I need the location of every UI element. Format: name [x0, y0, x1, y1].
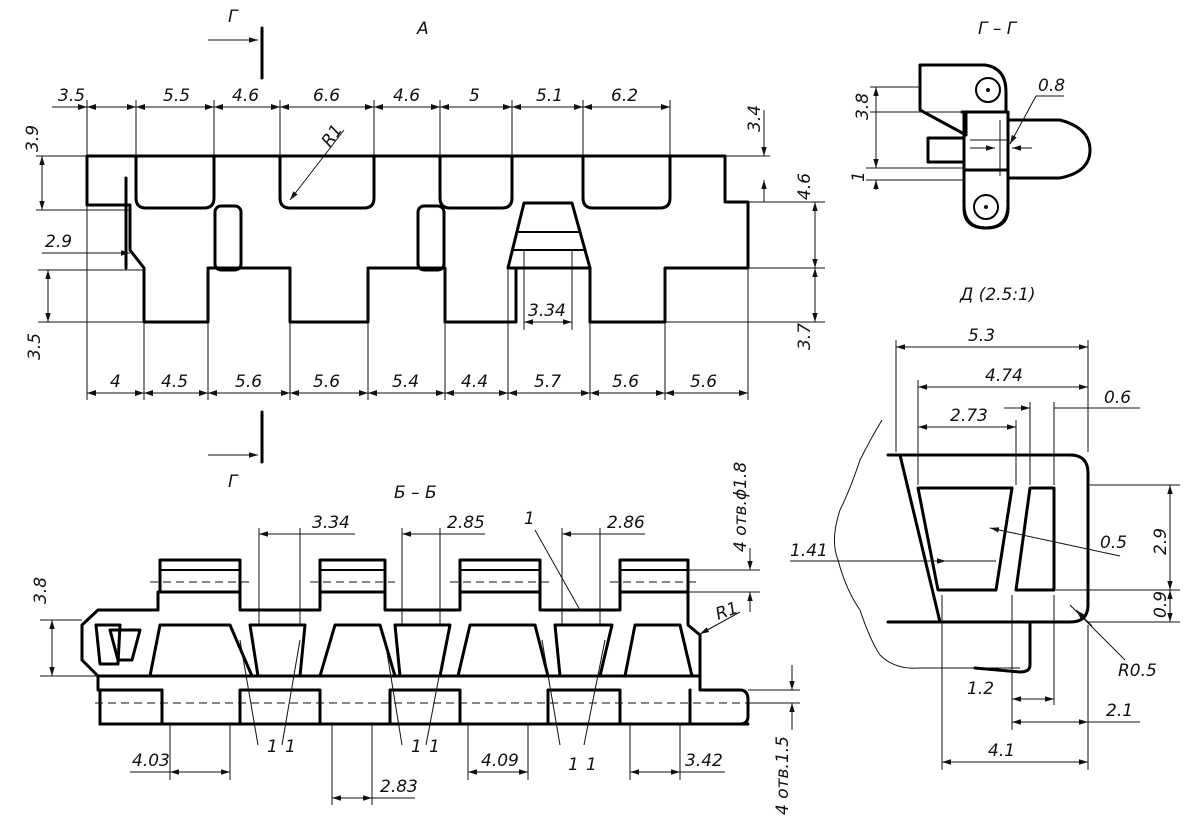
bb-one-5: 1 — [568, 755, 579, 775]
dim-a-left-35: 3.5 — [25, 333, 45, 360]
dim-a-radius: R1 — [318, 121, 347, 151]
bb-dim-286: 2.86 — [607, 513, 645, 533]
section-mark-top: Г — [208, 7, 264, 80]
d-dim-05: 0.5 — [1100, 533, 1127, 553]
section-gg-title: Г – Г — [978, 19, 1018, 39]
bb-radius: R1 — [713, 598, 741, 625]
bb-dim-283: 2.83 — [380, 777, 418, 797]
d-dim-141: 1.41 — [790, 541, 828, 561]
dim-a-bot-8: 5.6 — [612, 372, 639, 392]
dim-a-bot-2: 4.5 — [161, 372, 188, 392]
dim-a-top-3: 4.6 — [232, 86, 259, 106]
d-dim-21: 2.1 — [1106, 701, 1133, 721]
dim-a-top-1: 3.5 — [58, 86, 85, 106]
bb-dim-342: 3.42 — [685, 751, 723, 771]
bb-one-2: 1 — [285, 737, 296, 757]
view-a-title: А — [416, 19, 429, 39]
dim-a-bot-6: 4.4 — [461, 372, 488, 392]
dim-a-top-8: 6.2 — [611, 86, 638, 106]
section-bb: Б – Б — [31, 462, 800, 815]
dim-a-top-5: 4.6 — [393, 86, 420, 106]
dim-a-inner-334: 3.34 — [528, 301, 566, 321]
bb-dim-409: 4.09 — [481, 751, 519, 771]
d-dim-53: 5.3 — [968, 326, 995, 346]
bb-dim-334: 3.34 — [312, 513, 350, 533]
dim-a-left-39: 3.9 — [23, 125, 43, 152]
dim-a-bot-4: 5.6 — [313, 372, 340, 392]
dim-a-bot-9: 5.6 — [690, 372, 717, 392]
dim-a-right-37: 3.7 — [795, 323, 815, 350]
bb-holes-bottom: 4 отв.1.5 — [773, 736, 793, 815]
d-dim-273: 2.73 — [950, 406, 988, 426]
dim-a-right-34: 3.4 — [745, 105, 765, 132]
dim-a-top-2: 5.5 — [163, 86, 190, 106]
detail-d: Д (2.5:1) 5.3 4.74 0.6 2.73 1.41 0.5 2.9… — [790, 285, 1180, 770]
bb-one-4: 1 — [429, 737, 440, 757]
bb-one-6: 1 — [586, 755, 597, 775]
d-dim-29: 2.9 — [1151, 528, 1171, 555]
dim-a-top-4: 6.6 — [313, 86, 340, 106]
bb-dim-38: 3.8 — [31, 577, 51, 604]
d-dim-06: 0.6 — [1104, 388, 1131, 408]
bb-dim-285: 2.85 — [447, 513, 485, 533]
bb-one-1: 1 — [267, 737, 278, 757]
section-bb-title: Б – Б — [394, 483, 437, 503]
d-dim-12: 1.2 — [967, 679, 994, 699]
bb-dim-403: 4.03 — [132, 751, 170, 771]
section-gg: Г – Г 3.8 1 0.8 — [849, 19, 1092, 230]
d-dim-41: 4.1 — [988, 741, 1015, 761]
dim-a-bot-3: 5.6 — [235, 372, 262, 392]
gg-dim-38: 3.8 — [853, 93, 873, 120]
dim-a-left-29: 2.9 — [45, 232, 72, 252]
section-mark-top-label: Г — [228, 7, 239, 27]
section-mark-bottom-label: Г — [228, 472, 239, 492]
gg-dim-1: 1 — [849, 171, 869, 182]
d-dim-09: 0.9 — [1151, 591, 1171, 618]
d-dim-r05: R0.5 — [1118, 661, 1157, 681]
bb-holes-top: 4 отв.ϕ1.8 — [731, 462, 751, 552]
view-a: А Г Г — [23, 7, 825, 492]
section-mark-bottom: Г — [208, 410, 264, 492]
dim-a-right-46: 4.6 — [795, 173, 815, 200]
bb-dim-1-top: 1 — [524, 509, 535, 529]
bb-one-3: 1 — [411, 737, 422, 757]
d-dim-474: 4.74 — [985, 366, 1023, 386]
dim-a-bot-7: 5.7 — [534, 372, 561, 392]
detail-d-title: Д (2.5:1) — [959, 285, 1036, 305]
gg-dim-08: 0.8 — [1038, 76, 1065, 96]
dim-a-bot-5: 5.4 — [392, 372, 419, 392]
dim-a-top-6: 5 — [469, 86, 480, 106]
dim-a-bot-1: 4 — [110, 372, 121, 392]
dim-a-top-7: 5.1 — [536, 86, 563, 106]
